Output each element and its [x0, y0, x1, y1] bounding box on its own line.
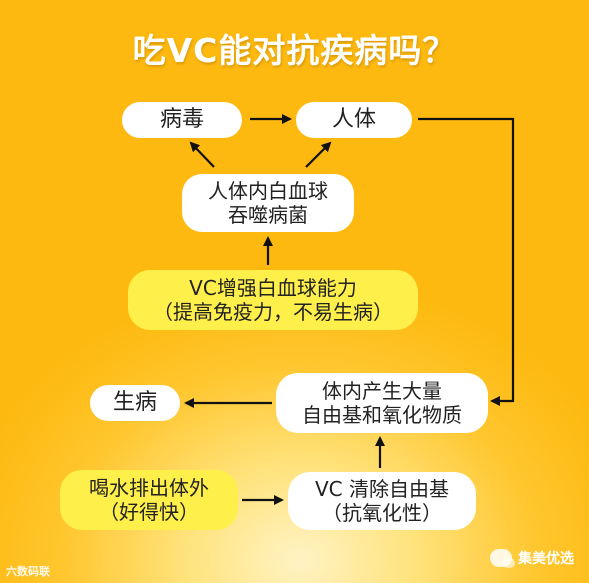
- node-vc-clear-line-2: （抗氧化性）: [322, 501, 442, 525]
- node-sick-line-1: 生病: [112, 389, 157, 415]
- node-human: 人体: [296, 102, 412, 138]
- node-sick: 生病: [90, 385, 180, 421]
- node-vc-boost-line-2: （提高免疫力，不易生病）: [153, 300, 393, 324]
- node-vc-clear: VC 清除自由基 （抗氧化性）: [288, 472, 476, 530]
- page-title: 吃VC能对抗疾病吗？: [132, 31, 457, 70]
- node-virus: 病毒: [122, 102, 242, 138]
- node-virus-line-1: 病毒: [159, 106, 204, 132]
- node-vc-boost-line-1: VC增强白血球能力: [189, 276, 357, 300]
- node-vc-boost: VC增强白血球能力 （提高免疫力，不易生病）: [128, 270, 418, 330]
- edge-wbc-to-virus: [189, 141, 215, 168]
- node-radicals-line-1: 体内产生大量: [322, 379, 442, 403]
- watermark-right: 集美优选: [490, 548, 574, 568]
- node-vc-clear-line-1: VC 清除自由基: [314, 477, 449, 501]
- watermark-right-text: 集美优选: [518, 551, 574, 567]
- node-wbc-line-2: 吞噬病菌: [228, 203, 308, 227]
- edge-human-to-radicals: [418, 117, 515, 406]
- edge-wbc-to-human: [305, 141, 332, 168]
- node-wbc: 人体内白血球 吞噬病菌: [182, 174, 354, 232]
- node-water: 喝水排出体外 （好得快）: [60, 470, 238, 530]
- node-wbc-line-1: 人体内白血球: [208, 179, 328, 203]
- node-radicals: 体内产生大量 自由基和氧化物质: [276, 373, 488, 433]
- node-water-line-1: 喝水排出体外: [89, 476, 209, 500]
- watermark-left: 六数码联: [6, 565, 50, 578]
- wechat-icon: [490, 549, 515, 568]
- node-radicals-line-2: 自由基和氧化物质: [302, 403, 462, 427]
- node-human-line-1: 人体: [331, 106, 376, 132]
- node-water-line-2: （好得快）: [99, 500, 199, 524]
